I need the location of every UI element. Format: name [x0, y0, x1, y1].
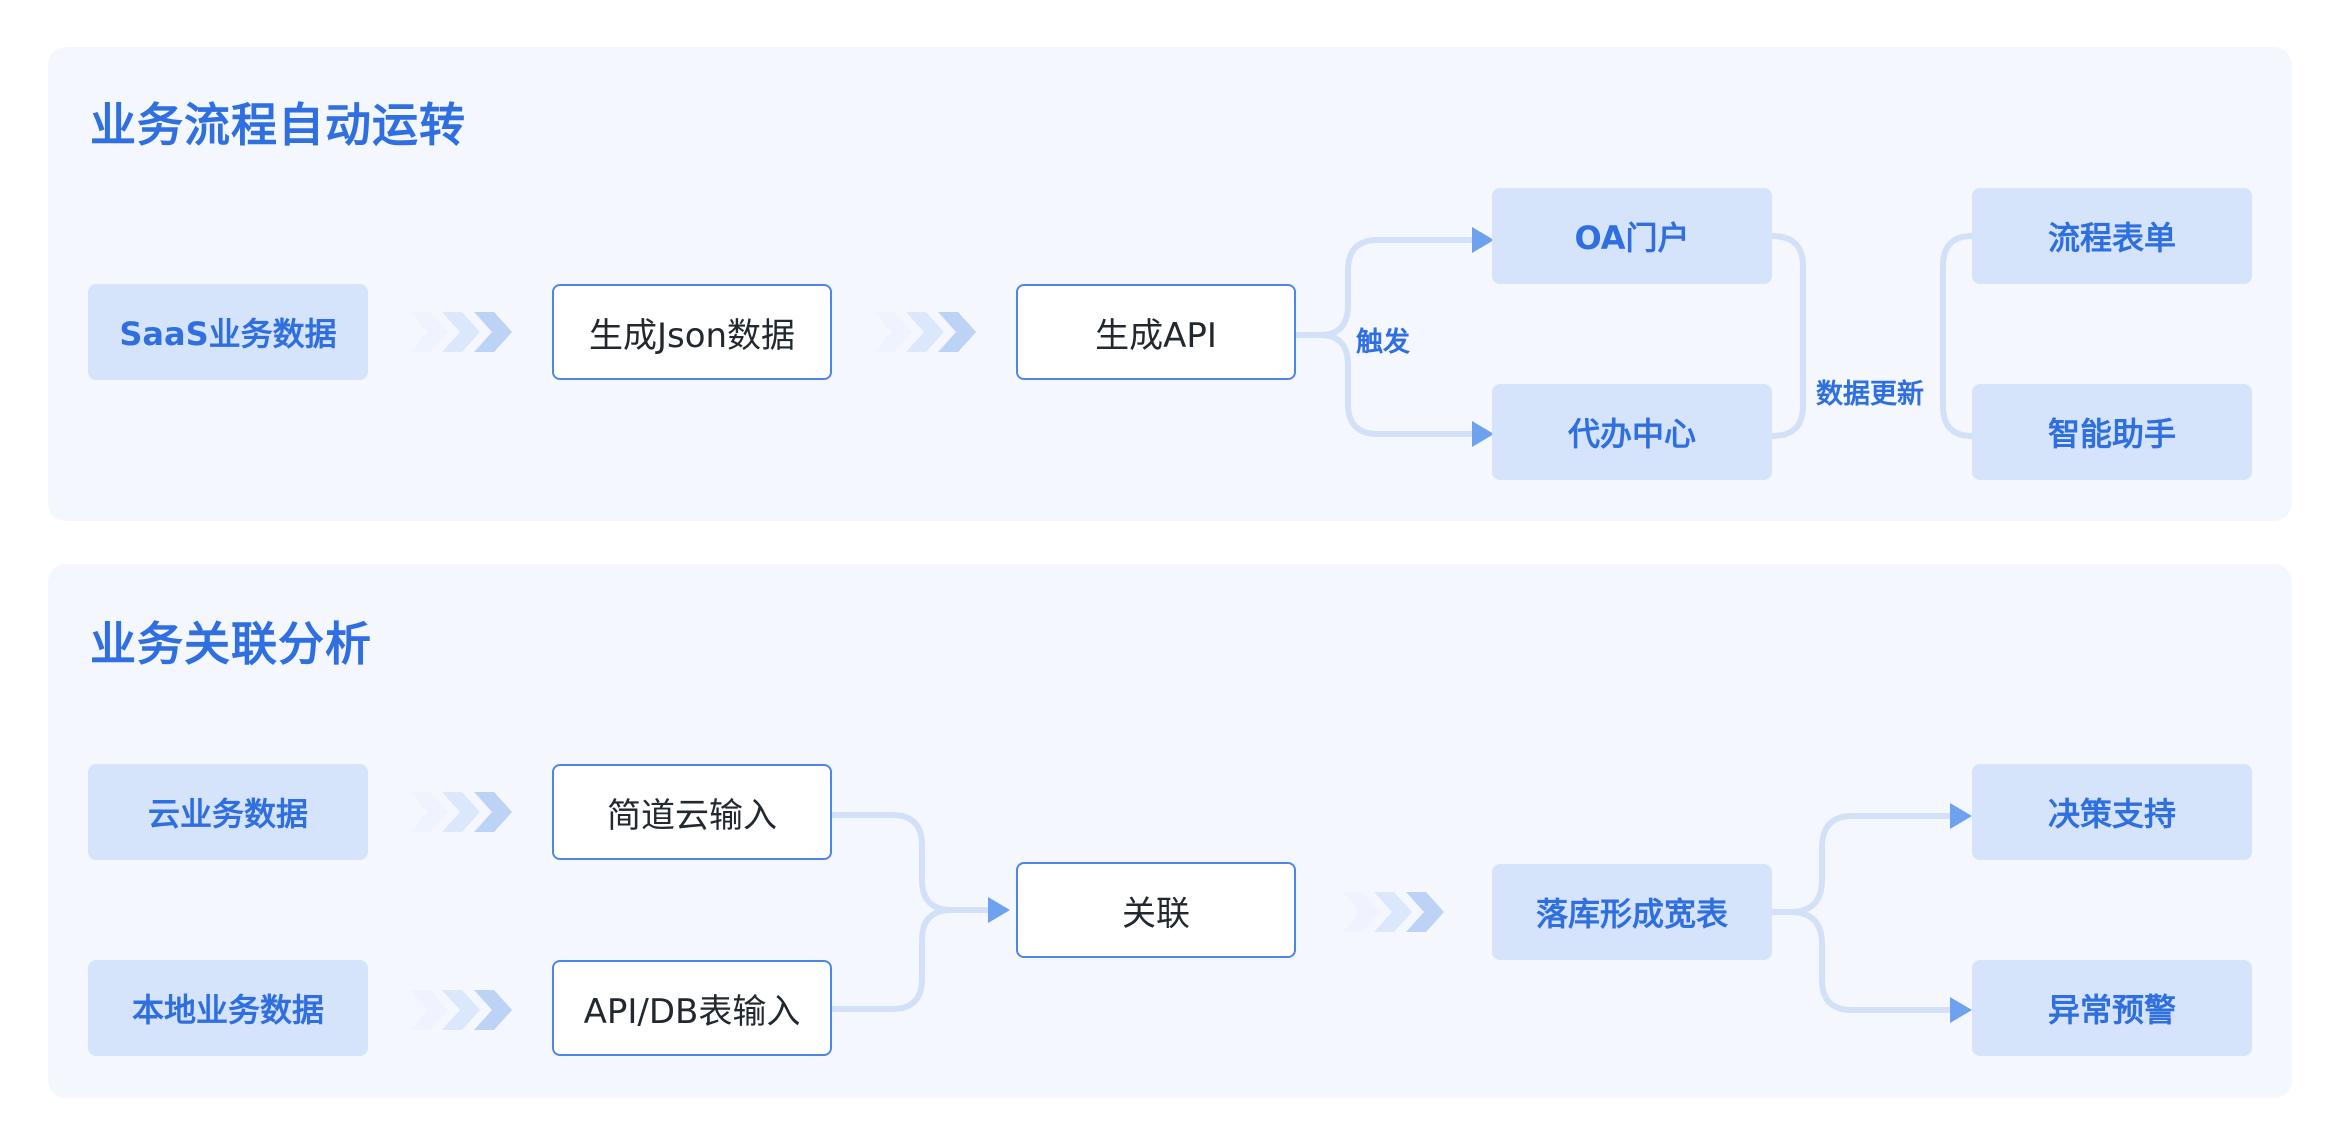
node-api-db-input: API/DB表输入 [552, 960, 832, 1056]
node-relate: 关联 [1016, 862, 1296, 958]
edge-label-trigger: 触发 [1352, 318, 1414, 361]
panel-title: 业务流程自动运转 [90, 98, 466, 152]
node-oa-portal: OA门户 [1492, 188, 1772, 284]
node-smart-assistant: 智能助手 [1972, 384, 2252, 480]
triple-chevron-right-icon [1342, 890, 1446, 934]
node-saas-business-data: SaaS业务数据 [88, 284, 368, 380]
business-analysis-panel: 业务关联分析 [48, 564, 2292, 1098]
edge-label-data-update: 数据更新 [1812, 370, 1928, 413]
node-generate-json-data: 生成Json数据 [552, 284, 832, 380]
node-jiandaoyun-input: 简道云输入 [552, 764, 832, 860]
triple-chevron-right-icon [874, 310, 978, 354]
triple-chevron-right-icon [410, 790, 514, 834]
node-cloud-business-data: 云业务数据 [88, 764, 368, 860]
node-generate-api: 生成API [1016, 284, 1296, 380]
node-process-form: 流程表单 [1972, 188, 2252, 284]
node-wide-table: 落库形成宽表 [1492, 864, 1772, 960]
node-todo-center: 代办中心 [1492, 384, 1772, 480]
node-anomaly-alert: 异常预警 [1972, 960, 2252, 1056]
node-local-business-data: 本地业务数据 [88, 960, 368, 1056]
triple-chevron-right-icon [410, 310, 514, 354]
panel-title: 业务关联分析 [90, 617, 372, 671]
triple-chevron-right-icon [410, 988, 514, 1032]
node-decision-support: 决策支持 [1972, 764, 2252, 860]
